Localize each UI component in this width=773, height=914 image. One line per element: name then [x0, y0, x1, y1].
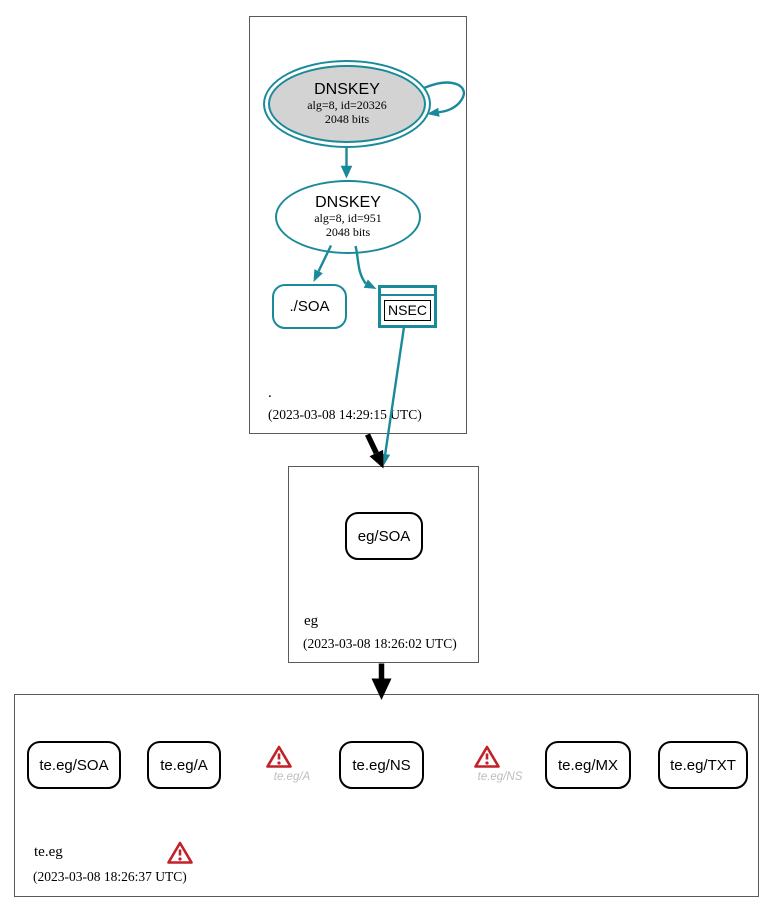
nsec-node-body: NSEC — [381, 296, 434, 325]
dnskey-ksk-alg-id: alg=8, id=20326 — [307, 98, 387, 113]
teeg-soa-node[interactable]: te.eg/SOA — [27, 741, 121, 789]
warning-icon[interactable] — [474, 745, 500, 769]
warning-icon[interactable] — [266, 745, 292, 769]
nsec-node-strip — [381, 288, 434, 296]
zone-timestamp-eg: (2023-03-08 18:26:02 UTC) — [303, 636, 457, 651]
dnskey-zsk-alg-id: alg=8, id=951 — [314, 211, 382, 226]
zone-name-root: . — [268, 385, 272, 401]
nsec-label: NSEC — [384, 300, 431, 321]
warning-icon[interactable] — [167, 841, 193, 865]
teeg-a-label: te.eg/A — [160, 756, 208, 774]
teeg-ns-warning-label: te.eg/NS — [477, 771, 523, 783]
root-soa-node[interactable]: ./SOA — [272, 284, 347, 329]
teeg-txt-node[interactable]: te.eg/TXT — [658, 741, 748, 789]
teeg-txt-label: te.eg/TXT — [670, 756, 736, 774]
teeg-ns-node[interactable]: te.eg/NS — [339, 741, 424, 789]
teeg-mx-node[interactable]: te.eg/MX — [545, 741, 631, 789]
dnskey-zsk-title: DNSKEY — [315, 194, 381, 212]
dnskey-zsk-node[interactable]: DNSKEY alg=8, id=951 2048 bits — [275, 180, 421, 254]
edge-root-to-eg-delegation — [365, 433, 384, 469]
nsec-node[interactable]: NSEC — [378, 285, 437, 328]
dnskey-ksk-node-inner: DNSKEY alg=8, id=20326 2048 bits — [268, 65, 426, 143]
dnskey-zsk-bits: 2048 bits — [325, 224, 371, 239]
zone-box-eg: eg/SOA eg (2023-03-08 18:26:02 UTC) — [288, 466, 479, 663]
dnskey-ksk-bits: 2048 bits — [324, 111, 370, 126]
teeg-ns-label: te.eg/NS — [352, 756, 411, 774]
zone-box-teeg: te.eg/SOA te.eg/A te.eg/A te.eg/NS te.eg… — [14, 694, 759, 897]
root-soa-label: ./SOA — [289, 298, 330, 315]
eg-soa-node[interactable]: eg/SOA — [345, 512, 423, 560]
zone-box-root: DNSKEY alg=8, id=20326 2048 bits DNSKEY … — [249, 16, 467, 434]
teeg-mx-label: te.eg/MX — [557, 756, 619, 774]
eg-soa-label: eg/SOA — [357, 527, 411, 545]
zone-timestamp-teeg: (2023-03-08 18:26:37 UTC) — [33, 869, 187, 884]
zone-timestamp-root: (2023-03-08 14:29:15 UTC) — [268, 407, 422, 422]
teeg-soa-label: te.eg/SOA — [39, 756, 109, 774]
dnskey-ksk-node[interactable]: DNSKEY alg=8, id=20326 2048 bits — [263, 60, 431, 148]
teeg-a-warning-label: te.eg/A — [273, 771, 311, 783]
zone-name-teeg: te.eg — [34, 844, 63, 860]
dnskey-ksk-title: DNSKEY — [314, 81, 380, 99]
teeg-a-node[interactable]: te.eg/A — [147, 741, 221, 789]
zone-name-eg: eg — [304, 613, 319, 629]
